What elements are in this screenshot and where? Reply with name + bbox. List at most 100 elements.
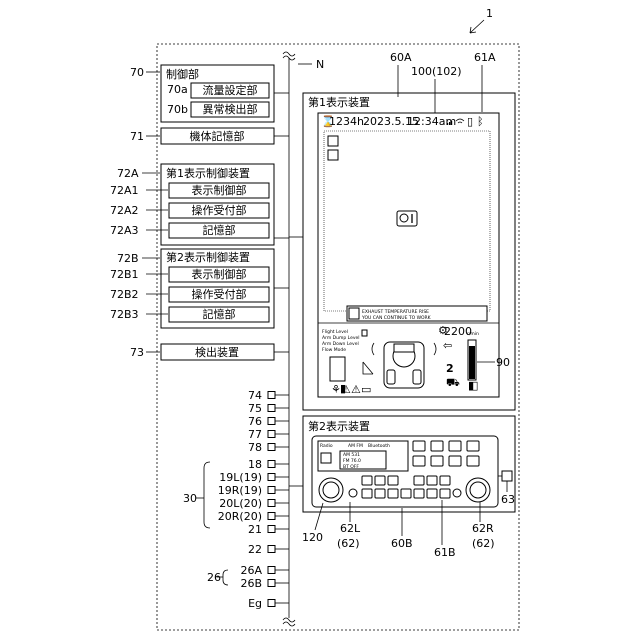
connection-label: 78 [248,441,262,454]
detector-label: 検出装置 [195,345,239,359]
first-display-title: 第1表示装置 [308,95,370,109]
first-display-ctrl-item-label: 表示制御部 [192,183,247,197]
connection-label: 20L(20) [219,497,262,510]
connection-label: 19R(19) [218,484,262,497]
first-display-ctrl-item-label: 操作受付部 [192,203,247,217]
bottom-icon-2: ⚠ [341,383,351,396]
controller-item-label: 異常検出部 [203,102,258,116]
left-knob-inner [323,482,339,498]
second-display-ctrl-item-ref: 72B2 [110,288,139,301]
status-hours: 1234h [329,115,364,128]
second-display-title: 第2表示装置 [308,419,370,433]
connection-terminal [268,546,275,553]
connection-label: 21 [248,523,262,536]
connection-terminal [268,418,275,425]
bluetooth-icon: ᛒ [477,115,484,128]
label-63: 63 [501,493,515,506]
second-display-ctrl-title: 第2表示制御装置 [166,250,250,264]
fuel-gauge [330,357,345,381]
bracket-30 [204,462,210,528]
label-60B: 60B [391,537,413,550]
connection-label: 74 [248,389,262,402]
connection-terminal [268,405,275,412]
machine-storage-label: 機体記憶部 [190,129,245,143]
connection-label: 26B [240,577,262,590]
connection-terminal [268,444,275,451]
bus-label: N [316,58,324,71]
first-display-ctrl-item-ref: 72A2 [110,204,139,217]
second-display-ctrl-item-label: 操作受付部 [192,287,247,301]
connection-terminal [268,513,275,520]
second-display-ctrl-item-ref: 72B3 [110,308,139,321]
controller-item-ref: 70a [167,83,188,96]
radio-mode-button[interactable] [321,453,331,463]
figure-number: 1 [486,7,493,20]
level-1: Flight Level [322,329,348,335]
group-label-26: 26 [207,571,221,584]
level-3: Arm Down Level [322,341,359,347]
label-120: 120 [302,531,323,544]
level-bar-fill [469,346,475,379]
camera-icon[interactable] [397,211,417,226]
level-4: Flow Mode [322,347,346,353]
battery-icon: ▯ [467,115,473,128]
connection-terminal [268,461,275,468]
first-display-ctrl-ref: 72A [117,167,139,180]
connection-label: 20R(20) [218,510,262,523]
bar-status-icon: ◧ [468,379,478,392]
first-display-ctrl-item-ref: 72A3 [110,224,139,237]
view-icon[interactable] [328,150,338,160]
label-100: 100(102) [411,65,462,78]
bus-break-bottom [283,618,295,626]
label-62L-paren: (62) [337,537,360,550]
side-sensor [502,471,512,481]
second-display-ctrl-ref: 72B [117,252,139,265]
warning-line-2: YOU CAN CONTINUE TO WORK [361,315,432,321]
connection-terminal [268,431,275,438]
connection-label: 19L(19) [219,471,262,484]
connection-list: 7475767778 1819L(19)19R(19)20L(20)20R(20)… [218,389,289,610]
menu-icon[interactable] [328,136,338,146]
figure-arrow [470,20,484,33]
connection-label: 22 [248,543,262,556]
rpm-unit: r/min [467,331,479,337]
controller-item-ref: 70b [167,103,188,116]
bottom-icon-3: ⚠ [351,383,361,396]
connection-terminal [268,567,275,574]
warning-icon [349,308,359,319]
connection-terminal [268,526,275,533]
label-90: 90 [496,356,510,369]
status-time: 12:34am [407,115,456,128]
label-62R-paren: (62) [472,537,495,550]
connection-terminal [268,392,275,399]
gear-value: 2 [446,362,454,375]
connection-terminal [268,474,275,481]
connection-terminal [268,487,275,494]
radio-bluetooth: Bluetooth [368,443,390,449]
second-display-ctrl-item-label: 表示制御部 [192,267,247,281]
label-62R: 62R [472,522,494,535]
connection-label: 77 [248,428,262,441]
group-label-30: 30 [183,492,197,505]
warning-line-1: EXHAUST TEMPERATURE RISE [362,309,429,315]
connection-label: Eg [248,597,262,610]
label-62L: 62L [340,522,361,535]
bottom-icon-1: ⚘ [331,383,341,396]
radio-preset-1: AM 531 [343,452,360,458]
first-display-ctrl-item-ref: 72A1 [110,184,139,197]
label-60A: 60A [390,51,412,64]
connection-label: 76 [248,415,262,428]
controller-title: 制御部 [166,67,199,81]
label-61B: 61B [434,546,456,559]
second-display-ctrl-item-ref: 72B1 [110,268,139,281]
detector-ref: 73 [130,346,144,359]
label-61A: 61A [474,51,496,64]
direction-icon: ⇦ [443,339,452,352]
connection-label: 26A [240,564,262,577]
first-display-ctrl-title: 第1表示制御装置 [166,166,250,180]
connection-terminal [268,500,275,507]
connection-label: 75 [248,402,262,415]
connection-label: 18 [248,458,262,471]
radio-band: AM FM [348,443,363,449]
